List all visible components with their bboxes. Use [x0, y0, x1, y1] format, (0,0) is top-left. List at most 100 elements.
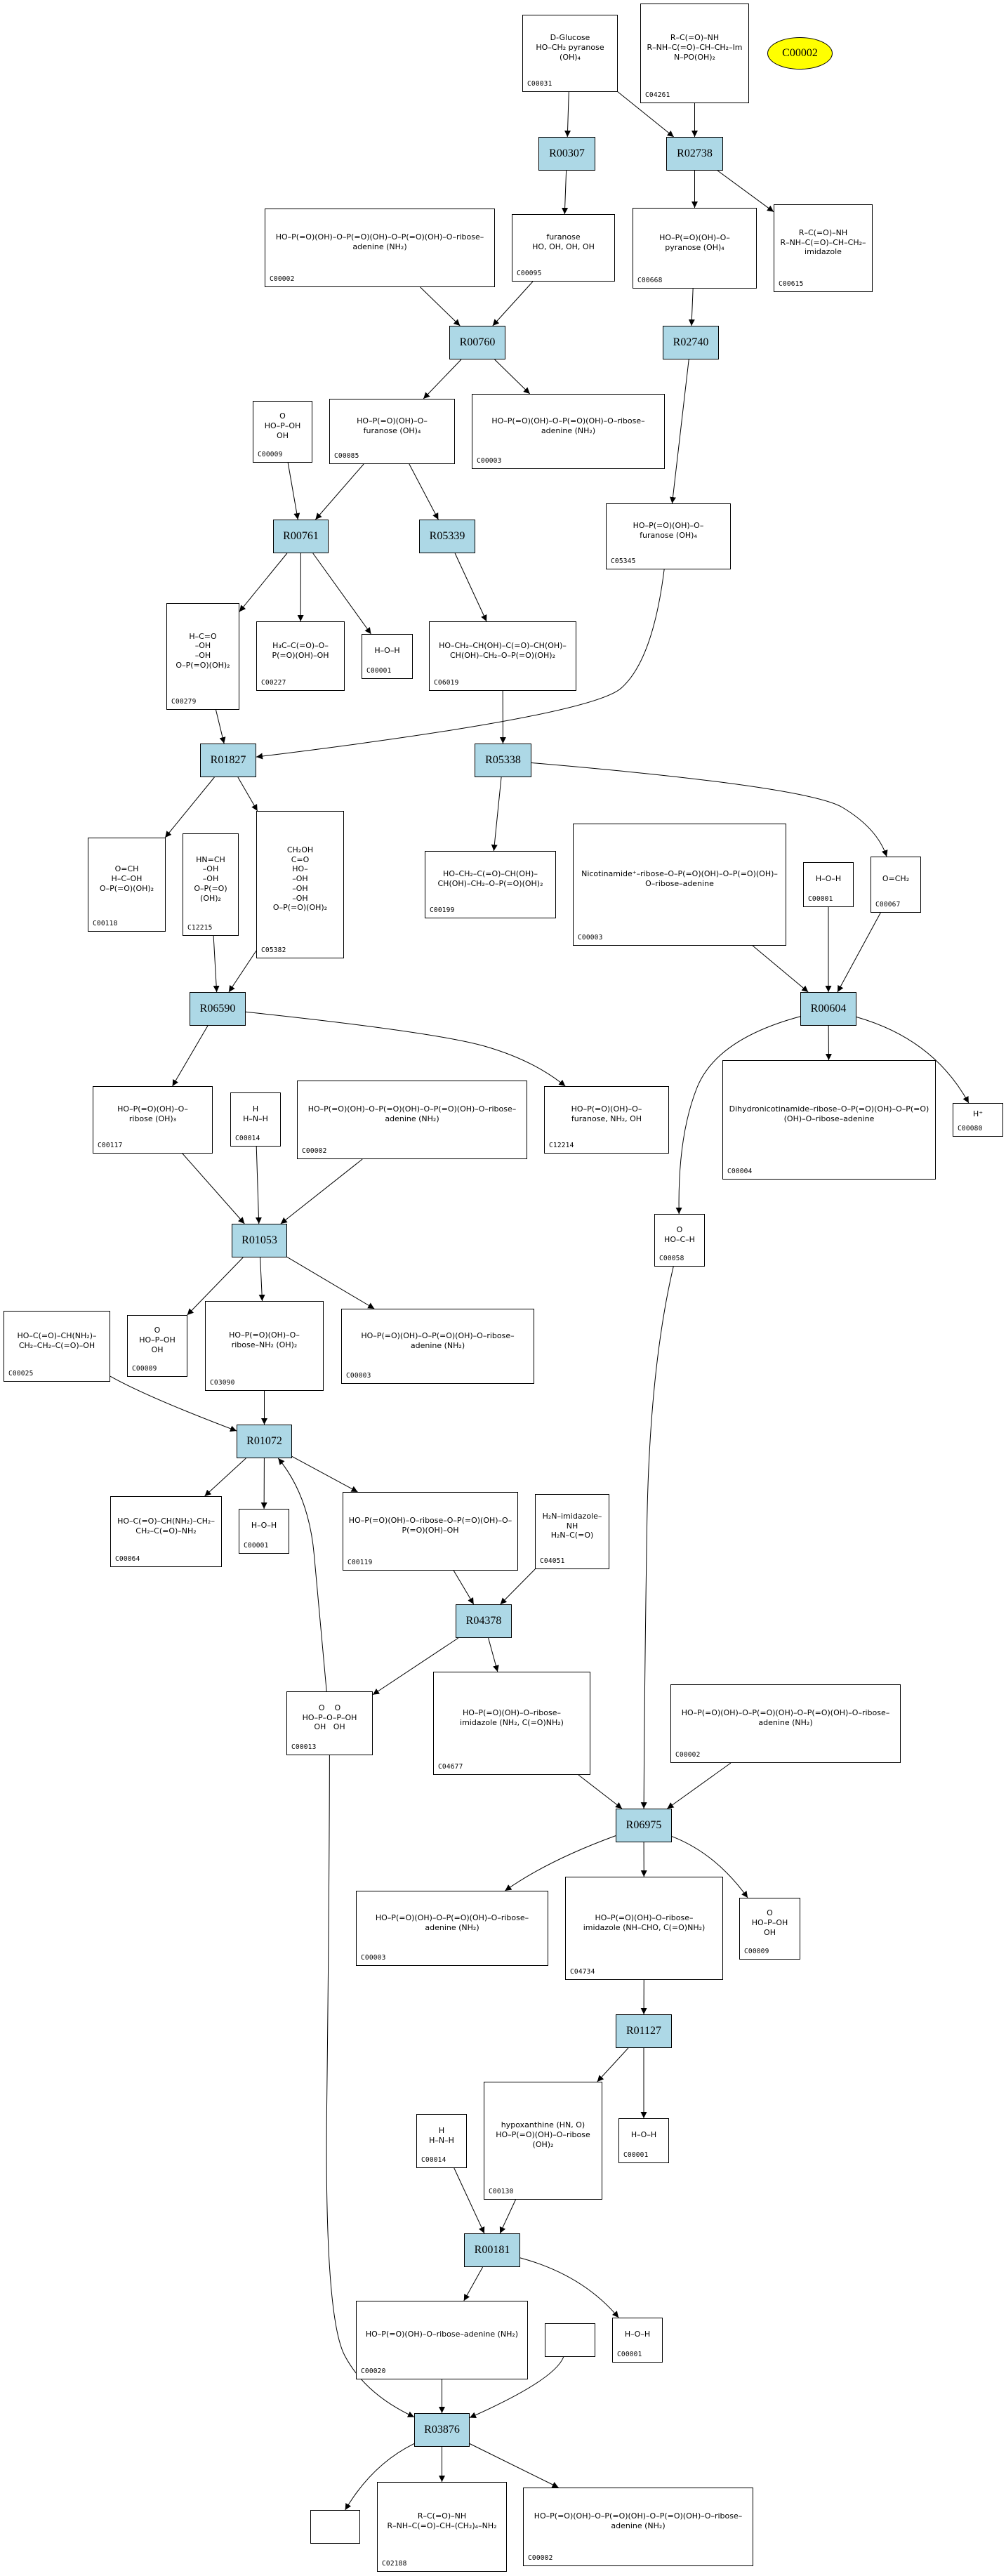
- compound-id-label: C12214: [549, 1142, 574, 1149]
- compound-node-c04734[interactable]: HO–P(=O)(OH)–O–ribose– imidazole (NH–CHO…: [565, 1877, 723, 1980]
- compound-node-c00002[interactable]: HO–P(=O)(OH)–O–P(=O)(OH)–O–P(=O)(OH)–O–r…: [523, 2488, 753, 2566]
- compound-node-c00003[interactable]: HO–P(=O)(OH)–O–P(=O)(OH)–O–ribose–adenin…: [472, 394, 665, 469]
- compound-node-c00199[interactable]: HO–CH₂–C(=O)–CH(OH)–CH(OH)–CH₂–O–P(=O)(O…: [425, 851, 556, 918]
- compound-node-c00003[interactable]: HO–P(=O)(OH)–O–P(=O)(OH)–O–ribose–adenin…: [341, 1309, 534, 1384]
- reaction-node-r01072[interactable]: R01072: [237, 1425, 292, 1458]
- edge-c00668-to-R02740: [688, 288, 695, 326]
- edge-c00014b-to-R00181: [454, 2167, 485, 2234]
- compound-node-c00080[interactable]: H⁺C00080: [953, 1103, 1003, 1137]
- reaction-node-r06975[interactable]: R06975: [616, 1809, 672, 1842]
- compound-id-label: C00668: [637, 277, 663, 284]
- compound-node-c00002[interactable]: HO–P(=O)(OH)–O–P(=O)(OH)–O–P(=O)(OH)–O–r…: [297, 1081, 527, 1159]
- reaction-node-r00604[interactable]: R00604: [800, 992, 856, 1026]
- edge-c00085-to-R00761: [315, 463, 364, 520]
- reaction-node-r02738[interactable]: R02738: [666, 137, 723, 171]
- compound-node-c00064[interactable]: HO–C(=O)–CH(NH₂)–CH₂–CH₂–C(=O)–NH₂ C00064: [110, 1496, 222, 1567]
- edge-c00085-to-R05339: [409, 463, 439, 520]
- edge-R01072-to-c00119: [291, 1455, 358, 1493]
- structure-drawing: HO–C(=O)–CH(NH₂)–CH₂–CH₂–C(=O)–NH₂: [117, 1516, 215, 1535]
- compound-node-c04261[interactable]: R–C(=O)–NH R–NH–C(=O)–CH–CH₂–Im N–PO(OH)…: [640, 4, 749, 103]
- compound-node-c06019[interactable]: HO–CH₂–CH(OH)–C(=O)–CH(OH)–CH(OH)–CH₂–O–…: [429, 621, 576, 691]
- compound-node-c00002[interactable]: HO–P(=O)(OH)–O–P(=O)(OH)–O–P(=O)(OH)–O–r…: [265, 209, 495, 287]
- edge-c00009a-to-R00761: [287, 462, 300, 520]
- compound-id-label: C00067: [875, 901, 901, 909]
- structure-drawing: HO–P(=O)(OH)–O–P(=O)(OH)–O–P(=O)(OH)–O–r…: [681, 1708, 890, 1727]
- reaction-node-r01053[interactable]: R01053: [232, 1224, 287, 1257]
- highlighted-compound-c00002[interactable]: C00002: [767, 37, 833, 70]
- compound-node-c00002[interactable]: HO–P(=O)(OH)–O–P(=O)(OH)–O–P(=O)(OH)–O–r…: [670, 1684, 901, 1763]
- edge-c00002b-to-R01053: [280, 1158, 363, 1224]
- reaction-node-r00307[interactable]: R00307: [538, 137, 595, 171]
- edge-c00031-to-R00307: [564, 91, 571, 138]
- empty-compound-node[interactable]: [545, 2323, 595, 2357]
- structure-drawing: R–C(=O)–NH R–NH–C(=O)–CH–CH₂–Im N–PO(OH)…: [647, 33, 743, 62]
- compound-node-c00130[interactable]: hypoxanthine (HN, O) HO–P(=O)(OH)–O–ribo…: [484, 2082, 602, 2200]
- edge-R01827-to-c05382: [237, 777, 258, 812]
- reaction-node-r02740[interactable]: R02740: [663, 326, 719, 359]
- reaction-node-r04378[interactable]: R04378: [456, 1604, 512, 1638]
- compound-id-label: C00064: [115, 1555, 140, 1563]
- compound-node-c00004[interactable]: Dihydronicotinamide–ribose–O–P(=O)(OH)–O…: [722, 1060, 936, 1180]
- compound-node-c00003[interactable]: HO–P(=O)(OH)–O–P(=O)(OH)–O–ribose–adenin…: [356, 1891, 548, 1966]
- structure-drawing: HO–P(=O)(OH)–O–P(=O)(OH)–O–P(=O)(OH)–O–r…: [534, 2511, 743, 2530]
- compound-id-label: C00227: [261, 679, 286, 687]
- compound-node-c04051[interactable]: H₂N–imidazole–NH H₂N–C(=O)C04051: [535, 1494, 609, 1569]
- reaction-node-r03876[interactable]: R03876: [414, 2413, 470, 2447]
- empty-compound-node[interactable]: [310, 2510, 360, 2544]
- structure-drawing: H–O–H: [630, 2130, 657, 2140]
- edge-c00002c-to-R06975: [667, 1762, 732, 1809]
- compound-node-c00020[interactable]: HO–P(=O)(OH)–O–ribose–adenine (NH₂)C0002…: [356, 2301, 528, 2379]
- structure-drawing: HO–CH₂–CH(OH)–C(=O)–CH(OH)–CH(OH)–CH₂–O–…: [439, 640, 567, 660]
- reaction-node-r05339[interactable]: R05339: [419, 520, 475, 553]
- reaction-node-r05338[interactable]: R05338: [475, 744, 531, 777]
- reaction-node-r00181[interactable]: R00181: [464, 2233, 520, 2267]
- compound-id-label: C05382: [261, 946, 286, 954]
- compound-id-label: C00117: [98, 1142, 123, 1149]
- reaction-node-r01827[interactable]: R01827: [200, 744, 256, 777]
- compound-node-c04677[interactable]: HO–P(=O)(OH)–O–ribose– imidazole (NH₂, C…: [433, 1672, 590, 1775]
- compound-id-label: C00009: [258, 451, 283, 458]
- reaction-node-r01127[interactable]: R01127: [616, 2014, 672, 2048]
- edge-R04378-to-c04677: [488, 1637, 499, 1672]
- compound-id-label: C00003: [346, 1372, 371, 1380]
- compound-id-label: C00130: [489, 2188, 514, 2195]
- compound-node-c00119[interactable]: HO–P(=O)(OH)–O–ribose–O–P(=O)(OH)–O–P(=O…: [343, 1492, 518, 1571]
- compound-id-label: C02188: [382, 2560, 407, 2568]
- compound-id-label: C00003: [578, 934, 603, 942]
- edge-c00003b-to-R00604: [752, 945, 809, 993]
- compound-node-c00003[interactable]: Nicotinamide⁺–ribose–O–P(=O)(OH)–O–P(=O)…: [573, 824, 786, 946]
- reaction-node-r06590[interactable]: R06590: [190, 992, 246, 1026]
- reaction-node-r00761[interactable]: R00761: [273, 520, 329, 553]
- compound-id-label: C00001: [366, 667, 392, 675]
- reaction-node-r00760[interactable]: R00760: [449, 326, 505, 359]
